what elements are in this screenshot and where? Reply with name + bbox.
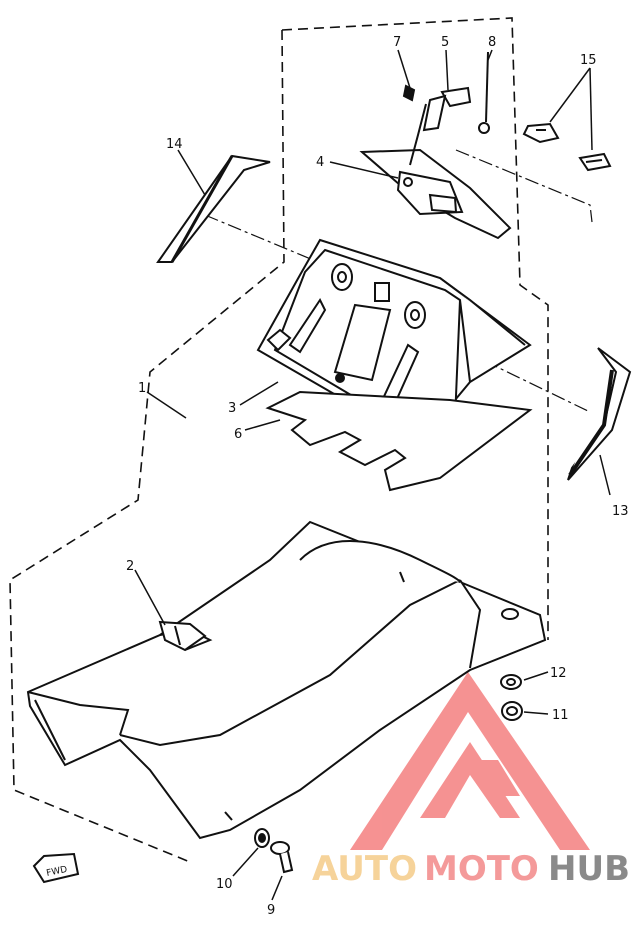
watermark-moto: MOTO (424, 849, 539, 889)
label-14: 14 (166, 137, 183, 152)
label-4: 4 (316, 155, 324, 170)
label-8: 8 (488, 35, 496, 50)
part-14-left-strip (156, 154, 271, 263)
label-3: 3 (228, 401, 236, 416)
callout-numbers: 7 5 8 15 4 14 1 3 6 2 13 12 11 10 9 (126, 35, 629, 918)
label-7: 7 (393, 35, 401, 50)
fwd-arrow-tag: FWD (32, 852, 80, 884)
label-10: 10 (216, 877, 233, 892)
label-12: 12 (550, 666, 567, 681)
part-13-right-strip (567, 347, 632, 481)
logo-triangle (350, 672, 590, 850)
watermark-hub: HUB (548, 849, 630, 889)
label-1: 1 (138, 381, 146, 396)
fwd-tag-text: FWD (46, 865, 69, 879)
part-2-seat-hook (158, 620, 207, 652)
watermark-logo (350, 672, 590, 850)
part-11-washer (501, 701, 523, 721)
label-11: 11 (552, 708, 569, 723)
logo-inner-shape (420, 742, 520, 818)
part-10-collar (254, 828, 270, 848)
part-8-bolt (478, 51, 490, 134)
part-6-gasket (265, 390, 533, 492)
part-15-clips (522, 122, 612, 172)
part-5-bracket (409, 86, 472, 166)
part-9-bolt (270, 841, 294, 874)
part-3-tail-housing (256, 238, 532, 434)
label-13: 13 (612, 504, 629, 519)
part-12-nut (500, 674, 522, 690)
watermark-text: AUTO MOTO HUB (312, 849, 630, 889)
part-4-latch-plate (359, 148, 512, 240)
assembly-boundary (9, 17, 549, 863)
center-lines (204, 149, 593, 413)
callout-leaders (134, 49, 611, 901)
watermark-auto: AUTO (312, 849, 417, 889)
label-5: 5 (441, 35, 449, 50)
part-7-clip (402, 84, 416, 102)
part-1-seat (26, 520, 547, 840)
label-2: 2 (126, 559, 134, 574)
label-9: 9 (267, 903, 275, 918)
label-6: 6 (234, 427, 242, 442)
label-15: 15 (580, 53, 597, 68)
logo-hook (472, 760, 520, 796)
